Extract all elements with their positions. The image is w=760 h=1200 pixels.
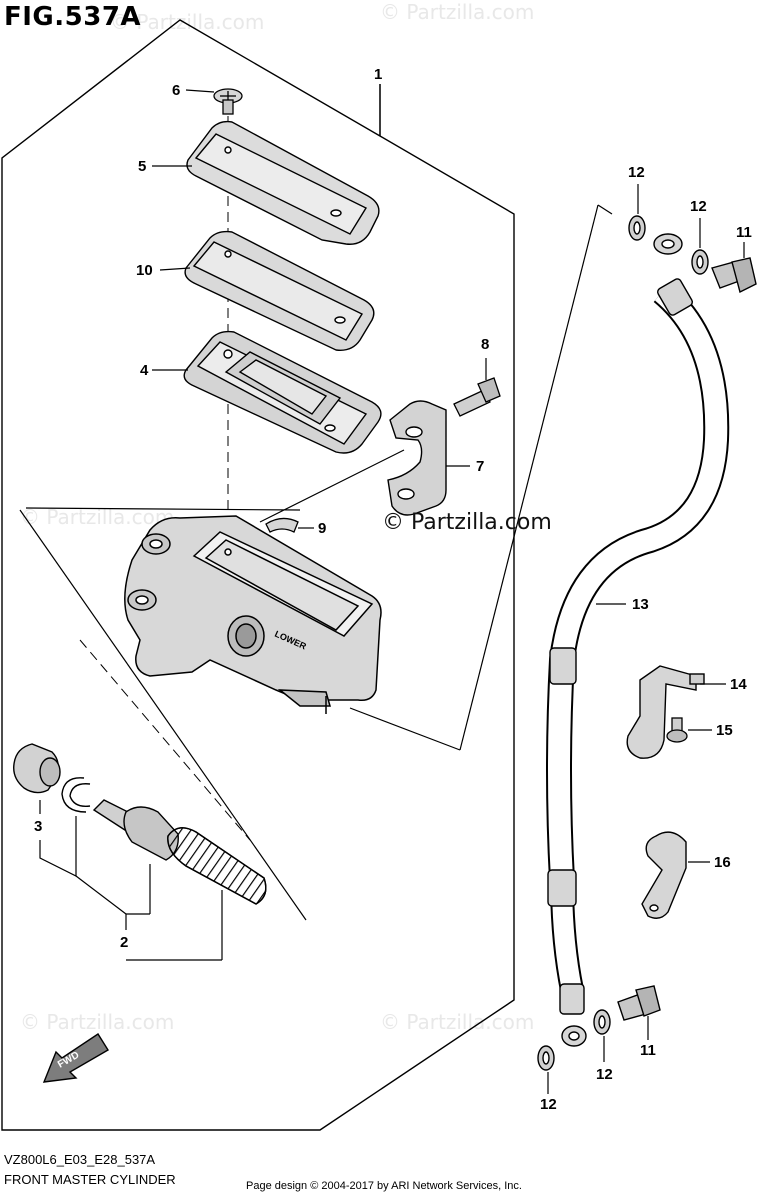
watermark: © Partzilla.com (20, 1010, 175, 1034)
page-credit: Page design © 2004-2017 by ARI Network S… (246, 1180, 522, 1192)
brake-hose-part (546, 281, 730, 993)
bracket-part (626, 665, 705, 759)
callout-2: 2 (120, 934, 129, 951)
watermark: © Partzilla.com (380, 0, 535, 24)
callout-14: 14 (730, 676, 747, 693)
hose-clamp-part (641, 831, 687, 919)
union-bolt-part (617, 257, 757, 1021)
callout-12: 12 (628, 164, 645, 181)
callout-13: 13 (632, 596, 649, 613)
callout-6: 6 (172, 82, 181, 99)
leader-lines (39, 84, 745, 1094)
screw-part (213, 88, 243, 115)
callout-1: 1 (374, 66, 383, 83)
watermark-main: © Partzilla.com (382, 510, 552, 535)
watermark: © Partzilla.com (110, 10, 265, 34)
callout-12: 12 (690, 198, 707, 215)
callout-9: 9 (318, 520, 327, 537)
diaphragm-part (183, 330, 382, 454)
plate-part (184, 230, 375, 351)
watermark: © Partzilla.com (380, 1010, 535, 1034)
boot-part (13, 743, 61, 794)
clip-part (265, 517, 299, 533)
clamp-bolt-part (453, 377, 501, 417)
callout-12: 12 (540, 1096, 557, 1113)
projection-lines (19, 204, 613, 921)
fwd-arrow (42, 1033, 109, 1083)
figure-code: VZ800L6_E03_E28_537A (4, 1152, 156, 1167)
hose-fittings (547, 233, 693, 1047)
callout-15: 15 (716, 722, 733, 739)
callout-8: 8 (481, 336, 490, 353)
callout-10: 10 (136, 262, 153, 279)
master-cylinder-body (124, 515, 382, 714)
small-bolt-part (666, 717, 688, 743)
callout-4: 4 (140, 362, 149, 379)
piston-spring-part (92, 799, 267, 905)
centerlines (79, 100, 251, 841)
callout-12: 12 (596, 1066, 613, 1083)
figure-title: FIG.537A (4, 2, 142, 32)
callout-11: 11 (640, 1042, 656, 1059)
clamp-holder-part (387, 400, 447, 516)
callout-16: 16 (714, 854, 731, 871)
callout-11: 11 (736, 224, 752, 241)
callout-5: 5 (138, 158, 147, 175)
figure-caption: FRONT MASTER CYLINDER (4, 1172, 176, 1187)
callout-7: 7 (476, 458, 485, 475)
reservoir-cap-part (186, 120, 380, 245)
washer-part (537, 215, 709, 1071)
circlip-part (61, 777, 91, 813)
callout-3: 3 (34, 818, 43, 835)
assembly-outline (1, 19, 515, 1131)
